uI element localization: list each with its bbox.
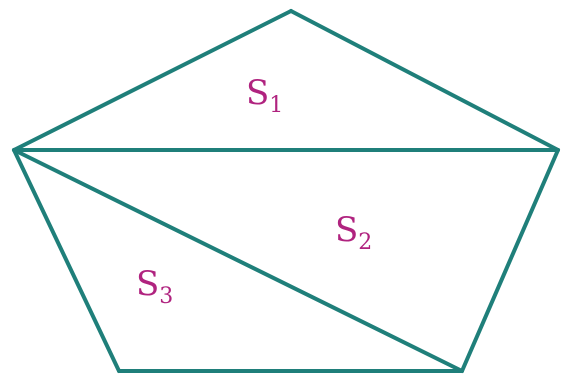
region-label-s2: S2: [335, 210, 372, 255]
pentagon-edge-left: [12, 148, 121, 373]
diagonal-slanted: [12, 148, 464, 373]
region-label-s3: S3: [136, 264, 173, 309]
pentagon-edge-top-right: [289, 9, 560, 152]
region-label-s1: S1: [246, 73, 283, 118]
pentagon-edge-top-left: [12, 9, 293, 152]
pentagon-edge-right: [460, 148, 560, 373]
